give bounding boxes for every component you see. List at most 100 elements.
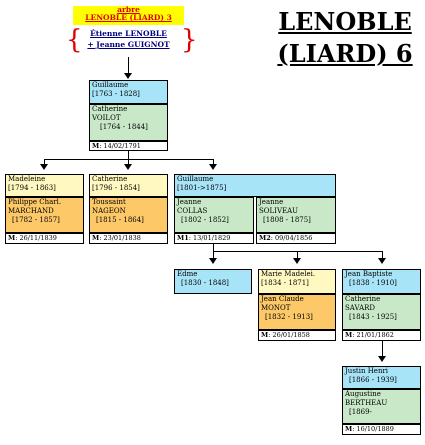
connector-line bbox=[382, 251, 383, 259]
connector-line bbox=[297, 251, 298, 259]
header-couple: Étienne LENOBLE + Jeanne GUIGNOT bbox=[73, 28, 184, 50]
marriage-gen1: M: 14/02/1791 bbox=[89, 141, 168, 151]
connector-line bbox=[382, 341, 383, 357]
marriage-catherine: M: 23/01/1838 bbox=[89, 233, 168, 244]
marriage-label: M bbox=[92, 234, 100, 242]
page-title-line2: (LIARD) 6 bbox=[277, 39, 413, 68]
person-name: Madeleine bbox=[8, 175, 46, 183]
person-dates: [1866 - 1939] bbox=[349, 376, 397, 384]
person-name: Justin Henri bbox=[345, 367, 389, 375]
connector-line bbox=[128, 159, 129, 165]
person-guillaume-gen1[interactable]: Guillaume [1763 - 1828] bbox=[89, 80, 168, 104]
person-dates: [1782 - 1857] bbox=[12, 216, 60, 224]
person-name: Jean Claude bbox=[261, 295, 304, 303]
marriage-m2: M2: 09/04/1856 bbox=[256, 233, 336, 244]
person-surname: NAGEON bbox=[92, 207, 126, 215]
arrow-down-icon bbox=[293, 258, 301, 264]
person-dates: [1808 - 1875] bbox=[263, 216, 311, 224]
person-madeleine[interactable]: Madeleine [1794 - 1863] bbox=[5, 174, 84, 197]
person-dates: [1764 - 1844] bbox=[100, 123, 148, 131]
person-name: Philippe Charl. bbox=[8, 198, 62, 206]
person-dates: [1843 - 1925] bbox=[349, 313, 397, 321]
connector-line bbox=[213, 159, 214, 165]
person-surname: MARCHAND bbox=[8, 207, 54, 215]
marriage-date: : 23/01/1838 bbox=[99, 234, 141, 242]
person-dates: [1802 - 1852] bbox=[181, 216, 229, 224]
marriage-label: M1 bbox=[177, 234, 189, 242]
person-dates: [1763 - 1828] bbox=[92, 90, 140, 98]
person-surname: VOILOT bbox=[92, 114, 121, 122]
person-name: Catherine bbox=[345, 295, 381, 303]
marriage-date: : 26/01/1858 bbox=[268, 331, 310, 339]
person-jean-claude-monot[interactable]: Jean Claude MONOT [1832 - 1913] bbox=[258, 294, 336, 330]
person-justin-henri[interactable]: Justin Henri [1866 - 1939] bbox=[342, 366, 421, 389]
header-husband[interactable]: Étienne LENOBLE bbox=[90, 29, 167, 38]
person-dates: [1794 - 1863] bbox=[8, 184, 56, 192]
arrow-down-icon bbox=[124, 73, 132, 79]
person-philippe-marchand[interactable]: Philippe Charl. MARCHAND [1782 - 1857] bbox=[5, 197, 84, 233]
person-surname: BERTHEAU bbox=[345, 399, 388, 407]
marriage-m1: M1: 13/01/1829 bbox=[174, 233, 254, 244]
connector-line bbox=[128, 151, 129, 160]
person-name: Edme bbox=[177, 270, 198, 278]
marriage-justin: M: 16/10/1889 bbox=[342, 424, 421, 435]
marriage-label: M bbox=[92, 142, 100, 150]
person-dates: [1869- bbox=[349, 408, 372, 416]
person-surname: COLLAS bbox=[177, 207, 208, 215]
person-guillaume-gen2[interactable]: Guillaume [1801->1875] bbox=[174, 174, 336, 197]
arrow-down-icon bbox=[209, 258, 217, 264]
person-surname: SAVARD bbox=[345, 304, 376, 312]
header-tree-link[interactable]: arbre LENOBLE (LIARD) 3 bbox=[73, 6, 184, 25]
person-jeanne-collas[interactable]: Jeanne COLLAS [1802 - 1852] bbox=[174, 197, 254, 233]
marriage-date: : 16/10/1889 bbox=[352, 425, 394, 433]
person-dates: [1832 - 1913] bbox=[265, 313, 313, 321]
person-name: Guillaume bbox=[92, 81, 129, 89]
person-dates: [1815 - 1864] bbox=[96, 216, 144, 224]
person-toussaint-nageon[interactable]: Toussaint NAGEON [1815 - 1864] bbox=[89, 197, 168, 233]
marriage-madeleine: M: 26/11/1839 bbox=[5, 233, 84, 244]
marriage-date: : 09/04/1856 bbox=[270, 234, 313, 242]
person-dates: [1838 - 1910] bbox=[349, 279, 397, 287]
connector-line bbox=[128, 57, 129, 74]
person-name: Catherine bbox=[92, 105, 128, 113]
person-jean-baptiste[interactable]: Jean Baptiste [1838 - 1910] bbox=[342, 269, 421, 294]
marriage-label: M bbox=[345, 331, 353, 339]
person-name: Guillaume bbox=[177, 175, 214, 183]
marriage-date: : 14/02/1791 bbox=[99, 142, 141, 150]
right-brace-icon: } bbox=[181, 25, 198, 55]
marriage-label: M bbox=[8, 234, 16, 242]
person-catherine-1796[interactable]: Catherine [1796 - 1854] bbox=[89, 174, 168, 197]
marriage-date: : 26/11/1839 bbox=[15, 234, 57, 242]
marriage-label: M2 bbox=[259, 234, 271, 242]
arbre-label: arbre bbox=[117, 5, 140, 14]
person-augustine-bertheau[interactable]: Augustine BERTHEAU [1869- bbox=[342, 389, 421, 424]
person-name: Jeanne bbox=[177, 198, 202, 206]
person-dates: [1796 - 1854] bbox=[92, 184, 140, 192]
connector-line bbox=[213, 244, 214, 252]
marriage-label: M bbox=[261, 331, 269, 339]
header-wife[interactable]: + Jeanne GUIGNOT bbox=[87, 40, 170, 49]
person-name: Marie Madelei. bbox=[261, 270, 316, 278]
person-jeanne-soliveau[interactable]: Jeanne SOLIVEAU [1808 - 1875] bbox=[256, 197, 336, 233]
person-dates: [1834 - 1871] bbox=[261, 279, 309, 287]
arrow-down-icon bbox=[378, 258, 386, 264]
connector-line bbox=[44, 159, 45, 165]
person-dates: [1801->1875] bbox=[177, 184, 227, 192]
person-catherine-savard[interactable]: Catherine SAVARD [1843 - 1925] bbox=[342, 294, 421, 330]
person-dates: [1830 - 1848] bbox=[181, 279, 229, 287]
person-name: Catherine bbox=[92, 175, 128, 183]
marriage-date: : 21/01/1862 bbox=[352, 331, 394, 339]
person-name: Augustine bbox=[345, 390, 381, 398]
person-catherine-voilot[interactable]: Catherine VOILOT [1764 - 1844] bbox=[89, 104, 168, 141]
arrow-down-icon bbox=[209, 164, 217, 170]
person-surname: SOLIVEAU bbox=[259, 207, 299, 215]
connector-line bbox=[213, 251, 383, 252]
person-marie-madelei[interactable]: Marie Madelei. [1834 - 1871] bbox=[258, 269, 336, 294]
person-name: Jean Baptiste bbox=[345, 270, 393, 278]
page-title: LENOBLE (LIARD) 6 bbox=[265, 6, 425, 70]
arbre-title: LENOBLE (LIARD) 3 bbox=[85, 13, 172, 22]
person-name: Jeanne bbox=[259, 198, 284, 206]
person-edme[interactable]: Edme [1830 - 1848] bbox=[174, 269, 252, 294]
marriage-label: M bbox=[345, 425, 353, 433]
page-title-line1: LENOBLE bbox=[278, 7, 412, 36]
